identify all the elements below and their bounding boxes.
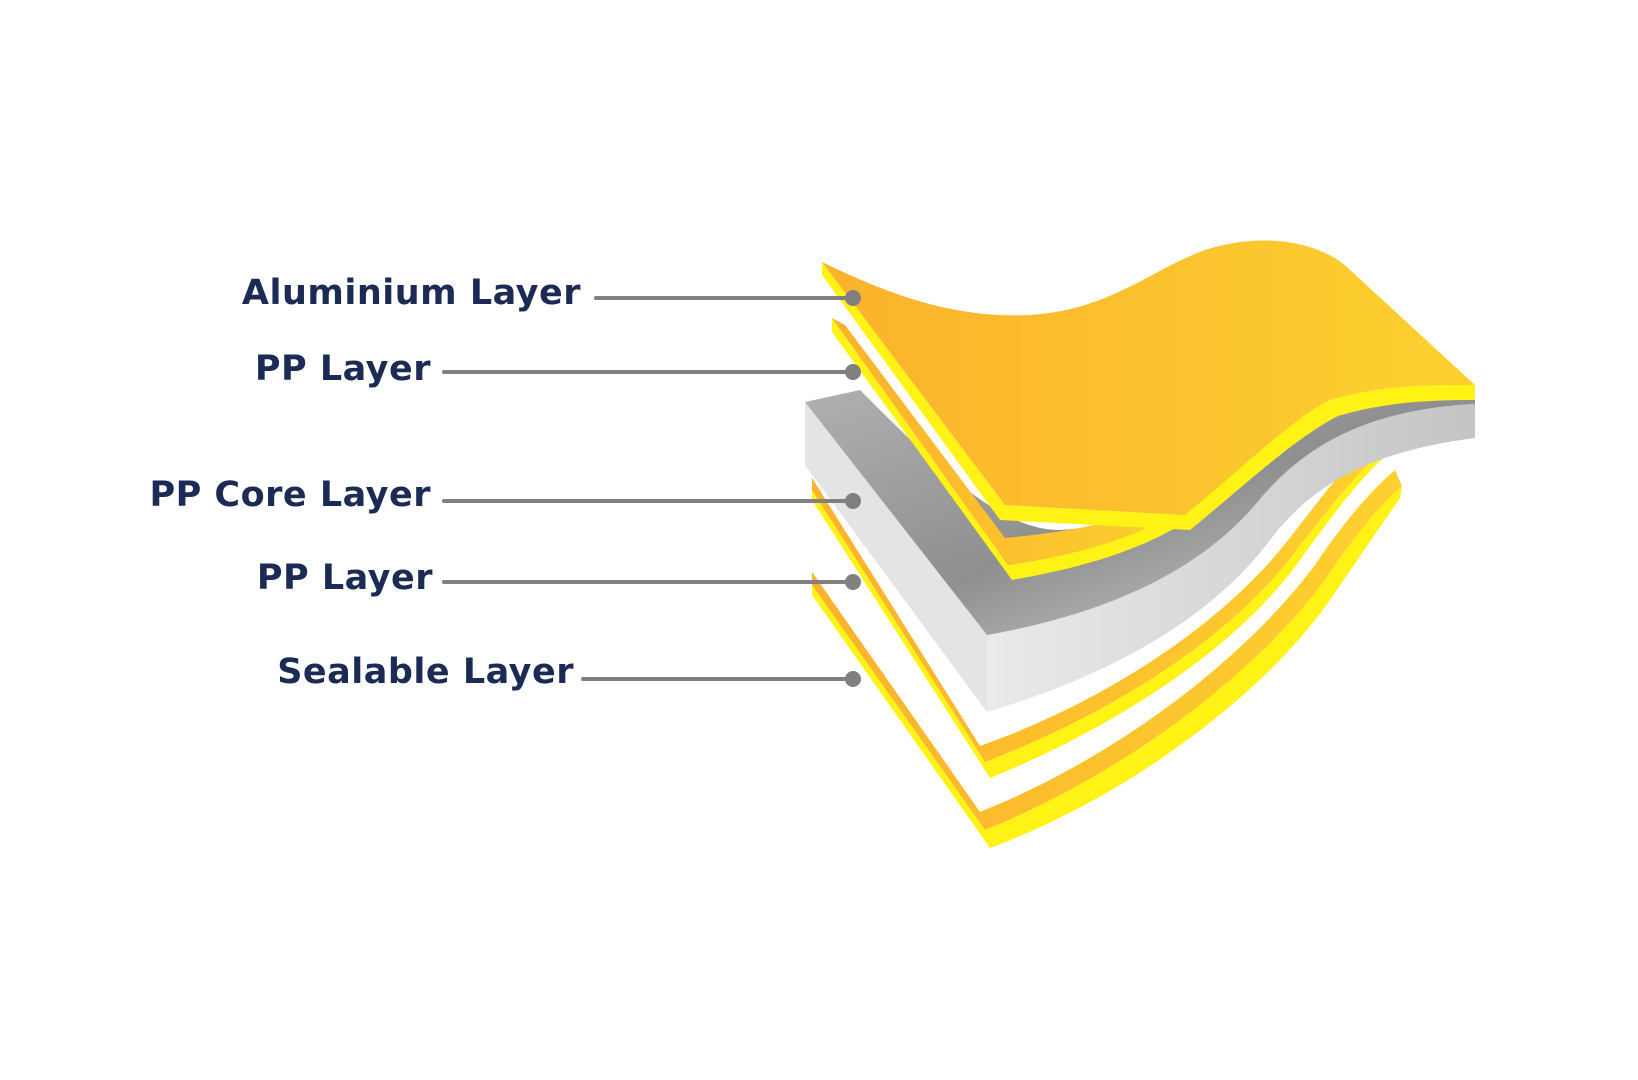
leader-dots [845, 290, 861, 687]
leader-dot-pp-top [845, 364, 861, 380]
label-sealable-layer: Sealable Layer [277, 652, 574, 692]
leader-dot-sealable [845, 671, 861, 687]
leader-dot-pp-bottom [845, 574, 861, 590]
leader-lines [442, 296, 855, 681]
sealable-layer-shape [812, 470, 1402, 848]
leader-dot-aluminium [845, 290, 861, 306]
label-pp-layer-top: PP Layer [254, 349, 431, 389]
label-aluminium-layer: Aluminium Layer [241, 273, 581, 313]
pp-bottom-layer-shape [812, 420, 1405, 778]
label-pp-layer-bottom: PP Layer [256, 558, 433, 598]
leader-dot-pp-core [845, 493, 861, 509]
label-pp-core-layer: PP Core Layer [149, 475, 431, 515]
pp-core-layer-shape [805, 390, 1475, 712]
aluminium-layer-shape [822, 240, 1475, 530]
